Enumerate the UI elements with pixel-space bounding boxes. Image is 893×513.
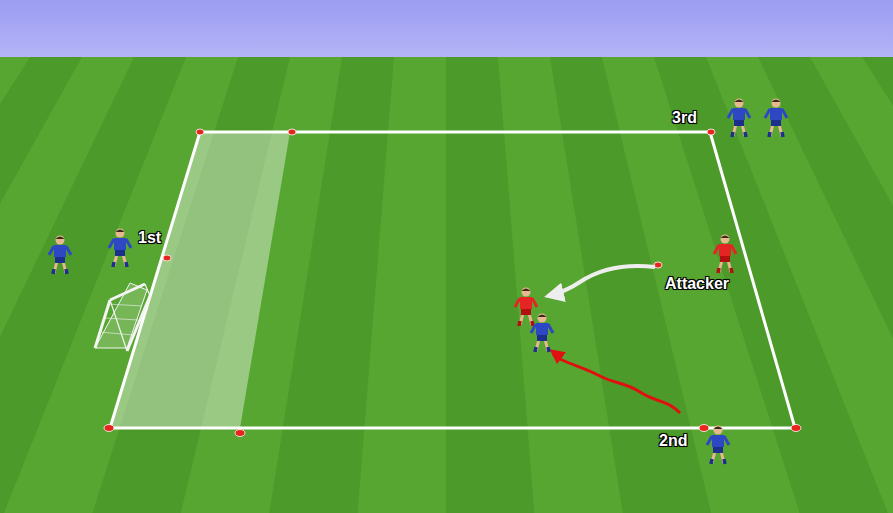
run-arrow xyxy=(552,351,680,413)
grass-stripe xyxy=(654,57,888,513)
grass-stripe xyxy=(758,57,893,513)
grass-stripe xyxy=(862,57,893,513)
position-label: 1st xyxy=(138,230,161,246)
players xyxy=(49,99,787,465)
grass-stripe xyxy=(269,57,394,513)
pass-arrow xyxy=(548,266,655,296)
position-label: Attacker xyxy=(665,276,729,292)
goal-zone xyxy=(110,132,290,428)
grass-stripe xyxy=(446,57,534,513)
sky-band xyxy=(0,0,893,57)
goal xyxy=(95,283,150,351)
position-label: 2nd xyxy=(659,433,687,449)
cones xyxy=(104,129,801,437)
grid-outline xyxy=(110,132,795,428)
grass-stripes xyxy=(0,57,893,513)
grass-stripe xyxy=(92,57,290,513)
position-label: 3rd xyxy=(672,110,697,126)
